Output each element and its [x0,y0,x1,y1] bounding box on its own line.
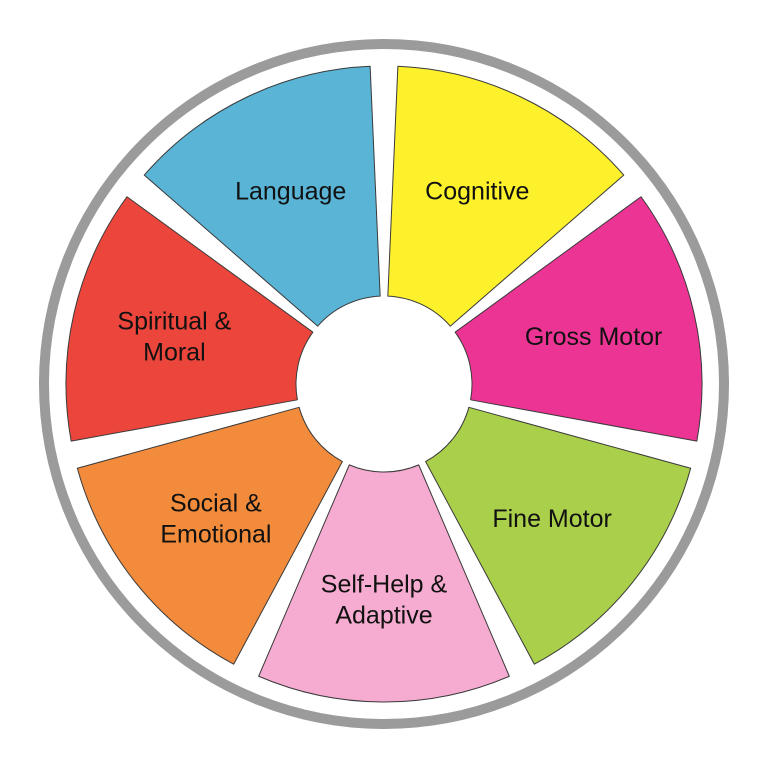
segment-label-cognitive: Cognitive [425,177,529,205]
outer-ring [39,39,729,729]
segment-label-line: Cognitive [425,177,529,205]
segment-label-spiritual: Spiritual & Moral [117,308,231,367]
segment-label-line: Spiritual & [117,308,231,336]
segment-fine-motor [425,406,692,665]
segments-layer [65,65,703,703]
segment-label-line: Moral [143,339,206,367]
segment-label-line: Social & [170,490,262,518]
center-hub [302,302,466,466]
segment-label-line: Fine Motor [492,505,611,533]
segment-language [143,65,381,327]
segment-spiritual [65,196,314,442]
segment-social [76,406,343,665]
segment-label-line: Gross Motor [525,323,663,351]
segment-label-gross-motor: Gross Motor [525,323,663,351]
segment-label-line: Self-Help & [321,571,448,599]
segment-label-self-help: Self-Help & Adaptive [321,571,448,630]
segment-label-line: Language [235,177,346,205]
segment-label-line: Emotional [160,521,271,549]
segment-label-language: Language [235,177,346,205]
segment-label-fine-motor: Fine Motor [492,505,611,533]
segment-label-line: Adaptive [335,602,432,630]
segment-self-help [258,464,510,703]
segment-gross-motor [454,196,703,442]
segment-cognitive [387,65,625,327]
segment-label-social: Social & Emotional [160,490,271,549]
